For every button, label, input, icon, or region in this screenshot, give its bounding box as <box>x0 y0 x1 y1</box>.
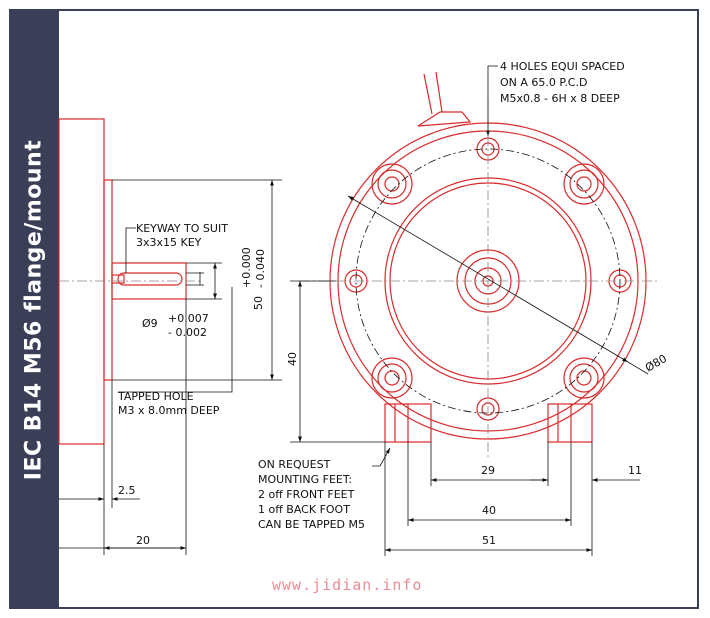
shaft-length-label: 20 <box>136 534 150 547</box>
holes-note-line-3: M5x0.8 - 6H x 8 DEEP <box>500 92 620 105</box>
spigot-dia-label: 50 <box>252 296 265 310</box>
spigot-tol-lower: - 0.040 <box>254 249 267 288</box>
cable-gland <box>417 111 472 127</box>
flange-thickness-label: 2.5 <box>118 484 136 497</box>
keyway-note-line-1: KEYWAY TO SUIT <box>136 222 228 235</box>
feet-overall-51-label: 51 <box>482 534 496 547</box>
keyway <box>117 272 183 286</box>
shaft-dia-label: Ø9 <box>142 317 158 330</box>
feet-spacing-29-label: 29 <box>481 464 495 477</box>
cable <box>423 71 443 115</box>
screw-head <box>371 163 413 205</box>
feet-spacing-40-label: 40 <box>482 504 496 517</box>
outer-dia-label: Ø80 <box>643 352 669 375</box>
title-sidebar <box>9 9 59 609</box>
tapped-note-line-1: TAPPED HOLE <box>117 390 194 403</box>
feet-note-line-1: ON REQUEST <box>258 458 331 471</box>
tapped-hole <box>111 274 125 284</box>
spigot-tol-upper: +0.000 <box>240 247 253 288</box>
feet-note-line-3: 2 off FRONT FEET <box>258 488 355 501</box>
feet-note-line-2: MOUNTING FEET: <box>258 473 352 486</box>
screw-head <box>563 163 605 205</box>
height-label: 40 <box>286 352 299 366</box>
screw-head <box>371 357 413 399</box>
feet-note-line-4: 1 off BACK FOOT <box>258 503 350 516</box>
holes-note-line-2: ON A 65.0 P.C.D <box>500 76 587 89</box>
front-dimensions <box>290 65 649 556</box>
shaft-tol-upper: +0.007 <box>168 312 209 325</box>
shaft-tol-lower: - 0.002 <box>168 326 207 339</box>
keyway-note-line-2: 3x3x15 KEY <box>136 236 202 249</box>
watermark: www.jidian.info <box>272 576 422 594</box>
spigot <box>103 179 113 381</box>
flange-body <box>58 118 105 445</box>
screw-head <box>563 357 605 399</box>
front-foot-right <box>547 403 593 443</box>
tapped-note-line-2: M3 x 8.0mm DEEP <box>118 404 220 417</box>
front-centerlines <box>300 100 660 460</box>
side-view <box>58 118 187 445</box>
side-dimensions <box>59 179 282 555</box>
feet-note-line-5: CAN BE TAPPED M5 <box>258 518 365 531</box>
feet-width-11-label: 11 <box>628 464 642 477</box>
holes-note-line-1: 4 HOLES EQUI SPACED <box>500 60 625 73</box>
